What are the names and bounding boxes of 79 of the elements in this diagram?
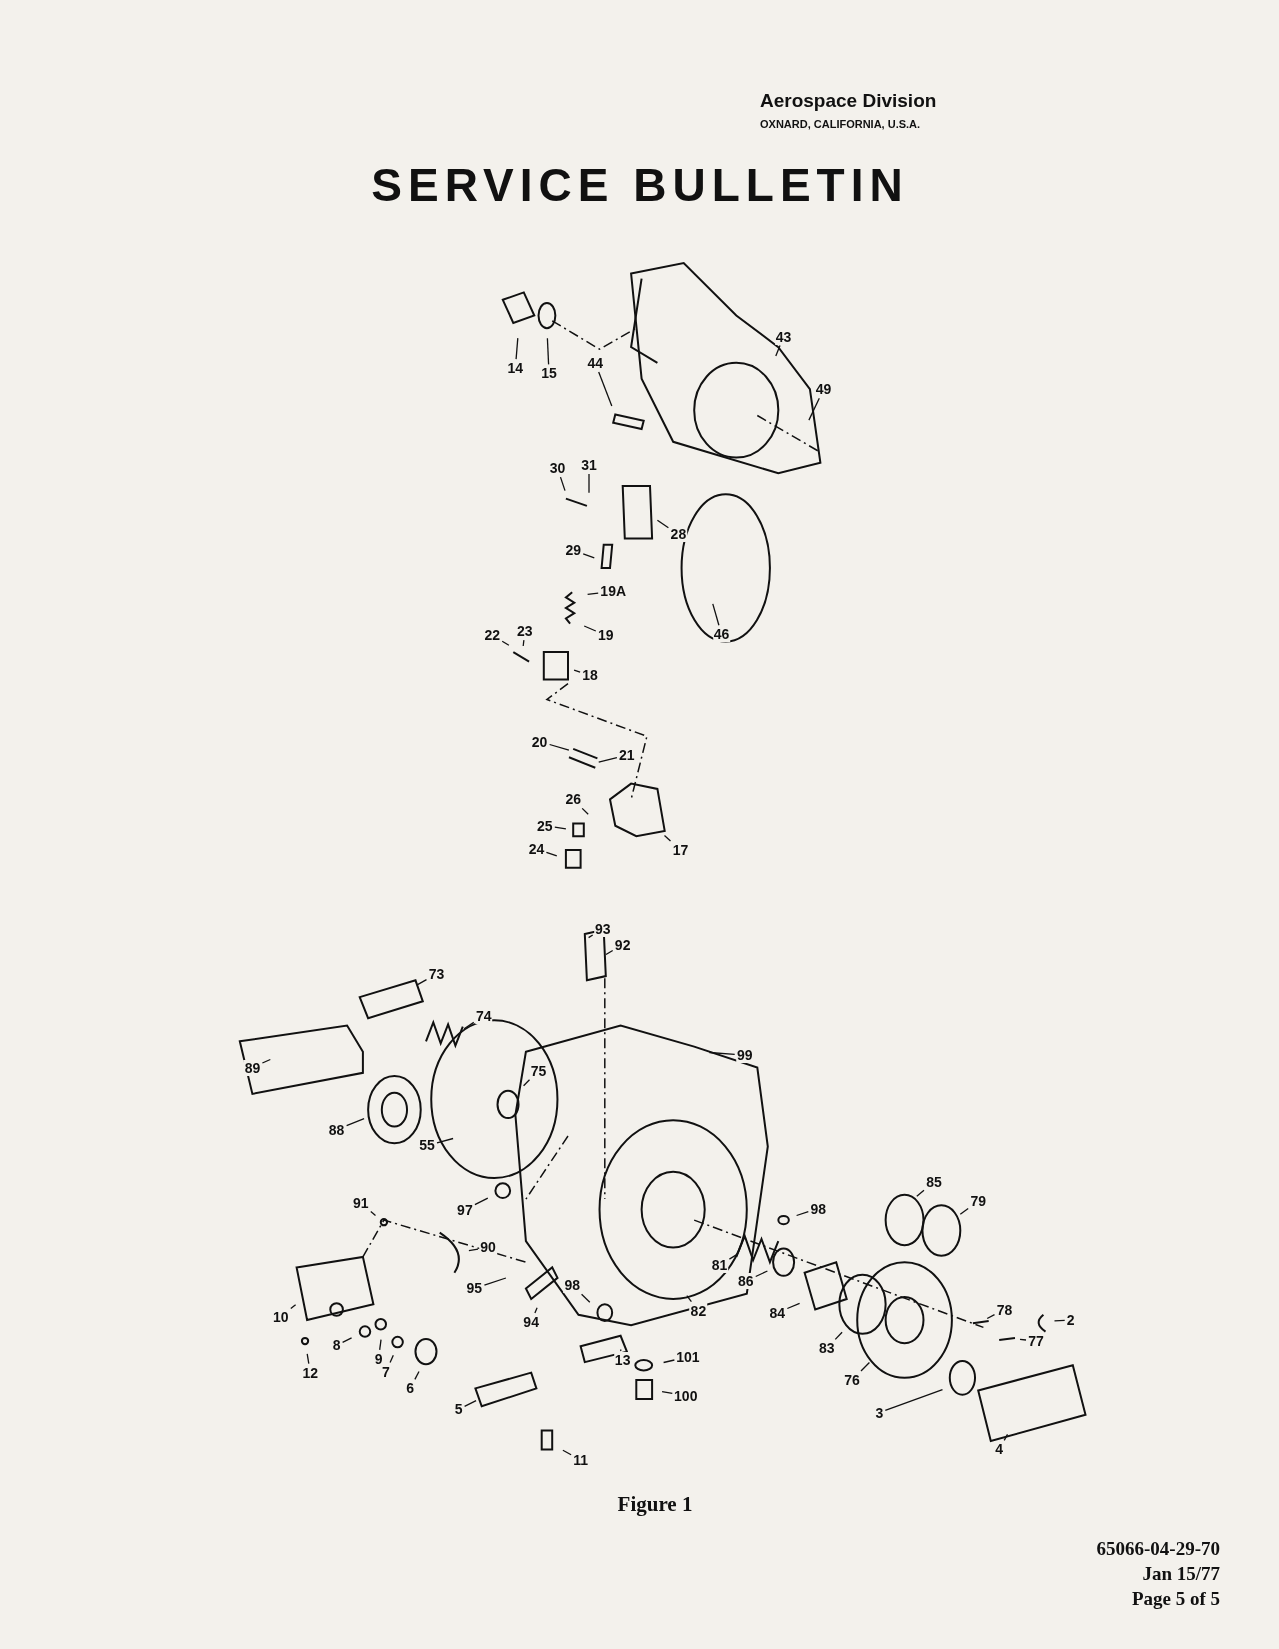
- leader-line: [416, 978, 428, 986]
- leader-line: [436, 1137, 454, 1144]
- leader-line: [548, 743, 570, 751]
- callout-number: 90: [479, 1239, 497, 1256]
- page-number: Page 5 of 5: [1131, 1588, 1220, 1610]
- leader-line: [522, 639, 525, 647]
- leader-line: [884, 1389, 944, 1412]
- callout-number: 28: [669, 526, 688, 543]
- leader-line: [583, 625, 597, 632]
- leader-line: [834, 1331, 843, 1341]
- leader-line: [580, 1293, 591, 1303]
- leader-line: [414, 1370, 420, 1381]
- leader-line: [483, 1277, 507, 1286]
- division-name: Aerospace Division: [760, 90, 937, 112]
- leader-line: [581, 807, 589, 815]
- leader-line: [598, 371, 613, 407]
- page-title: SERVICE BULLETIN: [371, 158, 909, 212]
- callout-number: 98: [563, 1277, 581, 1294]
- leader-line: [389, 1354, 394, 1364]
- callout-number: 13: [613, 1352, 632, 1368]
- leader-line: [619, 1348, 622, 1352]
- leader-line: [728, 1253, 738, 1260]
- leader-line: [605, 949, 614, 956]
- leader-line: [463, 1021, 475, 1030]
- leader-line: [795, 1211, 809, 1217]
- leader-line: [501, 640, 510, 646]
- leader-line: [712, 603, 720, 626]
- leader-line: [662, 1359, 676, 1364]
- leader-line: [345, 1117, 365, 1127]
- leader-line: [1003, 1433, 1009, 1442]
- document-number: 65066-04-29-70: [1096, 1538, 1220, 1560]
- leader-line: [986, 1314, 996, 1320]
- leader-line: [708, 1051, 736, 1055]
- leader-line: [474, 1197, 489, 1206]
- callout-number: 46: [712, 626, 731, 643]
- leader-line: [468, 1248, 479, 1252]
- leader-line: [661, 1391, 673, 1395]
- leader-line: [554, 826, 567, 830]
- leader-line: [663, 834, 672, 842]
- leader-line: [755, 1270, 769, 1278]
- revision-date: Jan 15/77: [1142, 1563, 1220, 1585]
- leader-line: [808, 397, 820, 421]
- leader-line: [582, 553, 595, 559]
- leader-line: [463, 1400, 477, 1408]
- leader-line: [686, 1294, 693, 1303]
- figure-caption: Figure 1: [617, 1492, 693, 1517]
- leader-line: [546, 337, 550, 366]
- leader-line: [586, 592, 599, 596]
- leader-line: [341, 1337, 353, 1343]
- leader-line: [562, 1449, 572, 1456]
- address-text: OXNARD, CALIFORNIA, U.S.A.: [760, 118, 921, 130]
- leader-line: [959, 1207, 969, 1215]
- leader-line: [261, 1058, 271, 1064]
- leader-line: [545, 851, 558, 857]
- leader-line: [775, 344, 781, 357]
- leader-line: [587, 934, 594, 939]
- callout-number: 2: [1065, 1312, 1076, 1328]
- callout-number: 81: [710, 1257, 729, 1274]
- leader-line: [290, 1304, 297, 1310]
- leader-line: [588, 473, 590, 494]
- leader-line: [598, 757, 618, 763]
- leader-line: [1019, 1338, 1027, 1341]
- leader-line: [559, 476, 566, 492]
- leader-line: [1053, 1319, 1066, 1322]
- leader-line: [522, 1079, 531, 1087]
- leader-line: [786, 1302, 801, 1310]
- leader-line: [306, 1353, 310, 1365]
- leader-line: [916, 1189, 925, 1197]
- leader-line: [534, 1307, 538, 1314]
- leader-line: [515, 337, 519, 360]
- callout-number: 82: [689, 1302, 708, 1319]
- leader-line: [860, 1361, 871, 1372]
- leader-line: [656, 519, 670, 529]
- leader-line: [573, 669, 581, 673]
- leader-line: [379, 1338, 382, 1351]
- callout-number: 86: [736, 1273, 755, 1290]
- callout-number: 89: [243, 1059, 262, 1076]
- leader-line: [370, 1210, 377, 1217]
- callout-number: 74: [475, 1008, 493, 1025]
